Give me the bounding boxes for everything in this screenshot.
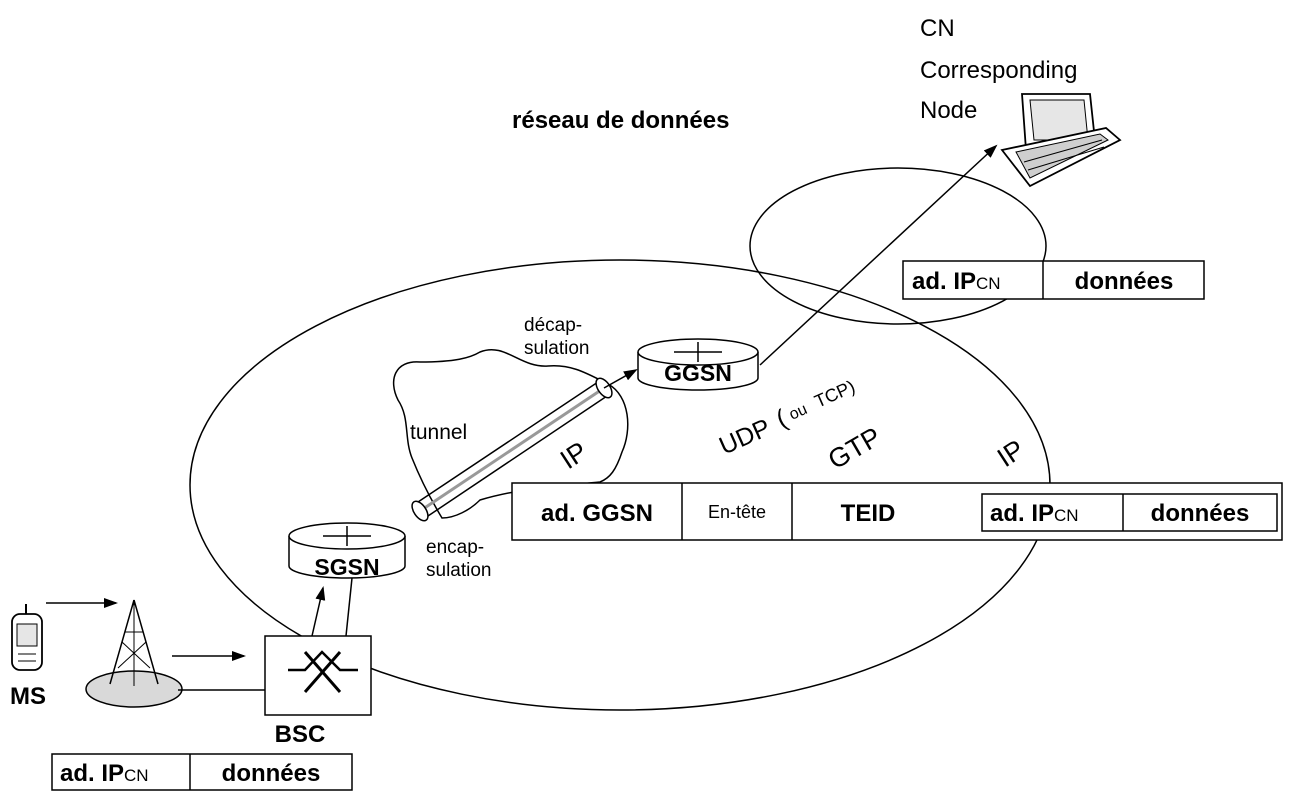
tunnel-packet-teid: TEID [841,500,896,527]
encap-label-2: sulation [426,560,492,581]
cn-label-line3: Node [920,97,977,124]
cn-packet: ad. IPCN données [902,260,1205,300]
laptop-icon [1000,93,1122,188]
tunnel-packet-payload: données [1151,500,1250,527]
bsc-switch-icon [264,635,372,716]
ggsn-to-cn-arrow [759,144,998,366]
ip-outer-label: IP [992,434,1030,473]
ms-packet-address: ad. IPCN [60,760,149,787]
ou-label: ou [787,401,810,424]
ms-packet: ad. IPCN données [51,753,353,791]
bsc-sgsn-link [345,577,353,637]
gtp-label: GTP [823,421,886,475]
ggsn-label: GGSN [664,360,732,386]
ms-label: MS [10,683,46,710]
ggsn-router-icon [637,338,759,391]
cn-label-line1: CN [920,15,955,42]
tcp-label: TCP) [811,376,858,411]
data-network-label: réseau de données [512,107,729,134]
tunnel-packet-inner-address: ad. IPCN [990,500,1079,527]
decap-label-2: sulation [524,338,590,359]
cn-label-line2: Corresponding [920,57,1077,84]
data-network-ellipse [749,167,1047,325]
bts-antenna-icon [85,599,183,708]
mobile-phone-icon [11,604,43,671]
tunnel-packet-ggsn-address: ad. GGSN [541,500,653,527]
sgsn-router-icon [288,522,406,579]
cn-packet-address: ad. IPCN [912,268,1001,295]
decap-label-1: décap- [524,315,582,336]
udp-label: UDP [715,413,775,460]
encap-label-1: encap- [426,537,484,558]
tunnel-packet-header: En-tête [708,502,766,522]
ms-packet-payload: données [222,760,321,787]
cn-packet-payload: données [1075,268,1174,295]
tunnel-packet: ad. GGSN En-tête TEID ad. IPCN données [511,482,1283,541]
tunnel-label: tunnel [410,421,467,444]
tunnel-pipe [411,369,638,522]
bsc-label: BSC [275,721,326,748]
bsc-to-sgsn-arrow [311,586,326,637]
sgsn-label: SGSN [314,554,379,580]
